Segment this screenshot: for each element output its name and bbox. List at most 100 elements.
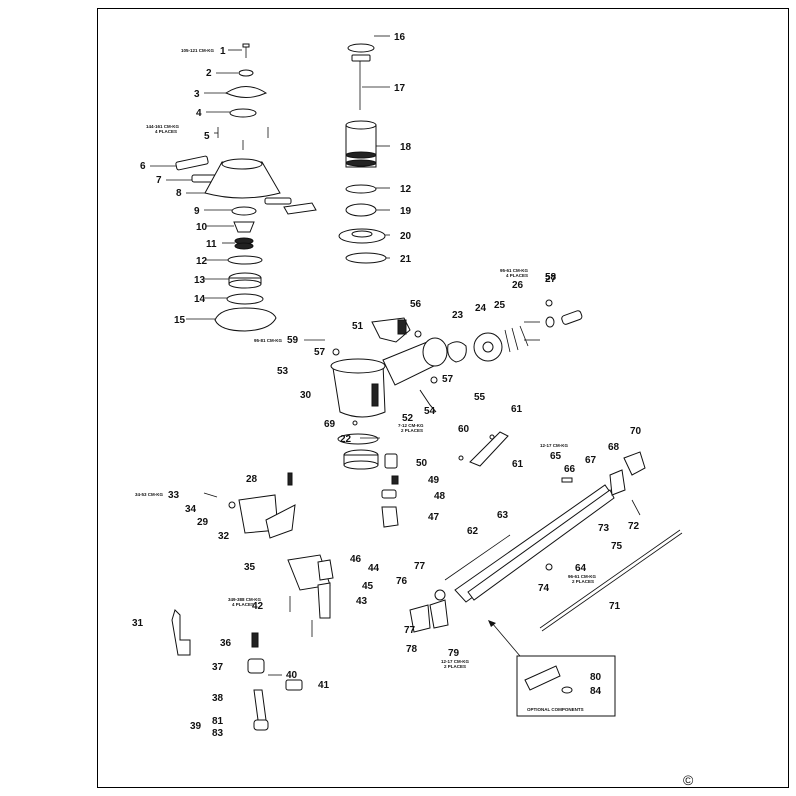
callout-54: 54 [424,406,436,417]
note-65b: 2 PLACES [572,579,594,584]
callout-74: 74 [538,583,550,594]
callout-71: 71 [609,601,621,612]
callout-12: 12 [400,184,412,195]
part-34-pin [228,501,236,509]
callout-84: 84 [590,686,602,697]
part-36-pin [251,632,259,648]
callout-60: 60 [458,424,470,435]
note-53b: 2 PLACES [401,428,423,433]
part-59-ball [545,299,553,307]
part-72-pusher-rod [539,529,681,629]
callout-44: 44 [368,563,380,574]
part-8-top [221,158,263,170]
callout-48: 48 [434,491,446,502]
callout-26: 26 [512,280,524,291]
note-42a: 349-388 CM-KG [228,597,262,602]
part-9-ring [231,206,257,216]
callout-57: 57 [442,374,454,385]
copyright-mark: © [683,772,694,788]
part-20-bumper [338,228,386,244]
callout-42: 42 [252,601,264,612]
part-55-spring [419,389,437,413]
callout-4: 4 [196,108,202,119]
callout-72: 72 [628,521,640,532]
callout-70: 70 [630,426,642,437]
part-3-cap [224,86,268,98]
callout-25: 25 [494,300,506,311]
part-25-screws [504,325,529,353]
part-62-bracket [469,431,509,467]
part-83-rail [444,534,511,581]
note-81a: 12-17 CM-KG [441,659,470,664]
optional-components-label: OPTIONAL COMPONENTS [527,707,584,712]
part-31-safety [171,609,191,656]
callout-50: 50 [416,458,428,469]
part-8-clip [283,202,317,215]
callout-24: 24 [475,303,487,314]
part-1-screw [242,43,250,58]
callout-41: 41 [318,680,330,691]
part-70-pin [352,420,358,426]
part-43-contact [317,582,331,619]
leader-lines [150,35,390,439]
callout-45: 45 [362,581,374,592]
callout-55: 55 [474,392,486,403]
callout-51: 51 [352,321,364,332]
part-29-housing [330,337,448,418]
callout-79: 79 [448,648,460,659]
callout-53: 53 [277,366,289,377]
part-69-latch [609,469,626,496]
callout-52: 52 [402,413,414,424]
callout-85: 85 [0,0,12,3]
callout-38: 38 [212,693,224,704]
part-23-gasket [447,341,467,363]
part-66-pin [561,477,573,483]
callout-43: 43 [356,596,368,607]
callout-59: 59 [287,335,299,346]
part-52-spring [397,319,407,335]
note-81b: 2 PLACES [444,664,466,669]
callout-56: 56 [410,299,422,310]
callout-36: 36 [220,638,232,649]
part-73-spring [631,499,641,516]
part-32-bracket [265,504,296,539]
callout-77: 77 [414,561,426,572]
part-4-plate [229,108,257,118]
callout-40: 40 [286,670,298,681]
part-22-ring [337,433,379,445]
part-33-pin [203,492,218,498]
callout-68: 68 [608,442,620,453]
callout-32: 32 [218,531,230,542]
callout-18: 18 [400,142,412,153]
part-47-trigger [381,506,399,528]
part-46-latch [317,559,334,581]
part-58-pin [332,348,340,356]
callout-33: 33 [168,490,180,501]
note-5b: 4 PLACES [155,129,177,134]
part-38-rod [253,689,267,721]
callout-20: 20 [400,231,412,242]
callout-61: 61 [511,404,523,415]
part-84-85-cap [253,719,269,731]
callout-61: 61 [512,459,524,470]
part-12-o-ring-b [345,184,377,194]
optional-arrowhead [488,620,496,627]
callout-49: 49 [428,475,440,486]
callout-2: 2 [206,68,212,79]
callout-57: 57 [314,347,326,358]
callout-8: 8 [176,188,182,199]
callout-17: 17 [394,83,406,94]
callout-3: 3 [194,89,200,100]
part-14-ring [226,293,264,305]
callout-47: 47 [428,512,440,523]
part-6-bracket [175,155,209,171]
callout-58: 58 [545,272,557,283]
callout-76: 76 [396,576,408,587]
part-51-valve [384,453,398,469]
callout-67: 67 [585,455,597,466]
callout-21: 21 [400,254,412,265]
callout-11: 11 [206,239,217,250]
part-49-cylinder [561,310,583,325]
callout-62: 62 [467,526,479,537]
callout-13: 13 [194,275,206,286]
